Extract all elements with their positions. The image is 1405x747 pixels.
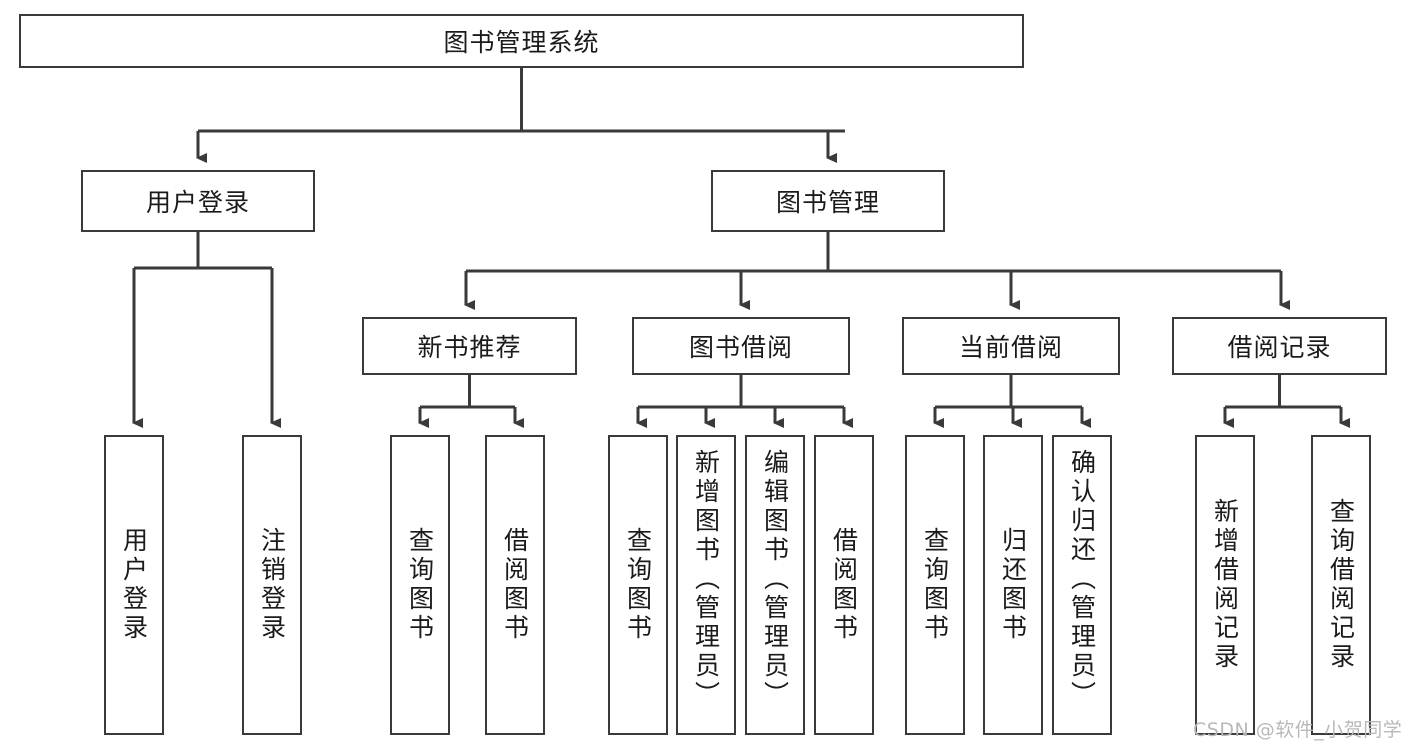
leaf-user-login[interactable]: 用户登录 [104,435,164,735]
node-book-manage[interactable]: 图书管理 [711,170,945,232]
node-root[interactable]: 图书管理系统 [19,14,1024,68]
node-label: 查询图书 [405,527,435,643]
node-label: 当前借阅 [958,333,1063,362]
node-label: 图书借阅 [688,333,793,362]
leaf-borrow-book-1[interactable]: 借阅图书 [485,435,545,735]
leaf-edit-book[interactable]: 编辑图书（管理员） [745,435,805,735]
node-label: 借阅记录 [1227,333,1332,362]
node-label: 用户登录 [145,188,250,217]
node-new-book-rec[interactable]: 新书推荐 [362,317,577,375]
node-label: 编辑图书（管理员） [760,449,790,710]
node-label: 新增图书（管理员） [691,449,721,710]
leaf-add-book[interactable]: 新增图书（管理员） [676,435,736,735]
leaf-confirm-return[interactable]: 确认归还（管理员） [1052,435,1112,735]
node-label: 新增借阅记录 [1210,498,1240,672]
node-label: 归还图书 [998,527,1028,643]
watermark: CSDN @软件_小贺同学 [1193,719,1403,741]
node-book-borrow[interactable]: 图书借阅 [632,317,850,375]
leaf-add-record[interactable]: 新增借阅记录 [1195,435,1255,735]
node-user-login[interactable]: 用户登录 [81,170,315,232]
node-label: 新书推荐 [417,333,522,362]
node-label: 借阅图书 [829,527,859,643]
node-label: 用户登录 [119,527,149,643]
leaf-query-book-2[interactable]: 查询图书 [608,435,668,735]
node-label: 查询借阅记录 [1326,498,1356,672]
node-label: 确认归还（管理员） [1067,449,1097,710]
node-label: 图书管理系统 [443,28,600,57]
node-borrow-record[interactable]: 借阅记录 [1172,317,1387,375]
leaf-user-logout[interactable]: 注销登录 [242,435,302,735]
node-label: 借阅图书 [500,527,530,643]
leaf-query-book-3[interactable]: 查询图书 [905,435,965,735]
leaf-return-book[interactable]: 归还图书 [983,435,1043,735]
leaf-query-book-1[interactable]: 查询图书 [390,435,450,735]
node-label: 图书管理 [775,188,880,217]
leaf-query-record[interactable]: 查询借阅记录 [1311,435,1371,735]
node-label: 查询图书 [623,527,653,643]
node-label: 查询图书 [920,527,950,643]
node-current-borrow[interactable]: 当前借阅 [902,317,1120,375]
node-label: 注销登录 [257,527,287,643]
leaf-borrow-book-2[interactable]: 借阅图书 [814,435,874,735]
